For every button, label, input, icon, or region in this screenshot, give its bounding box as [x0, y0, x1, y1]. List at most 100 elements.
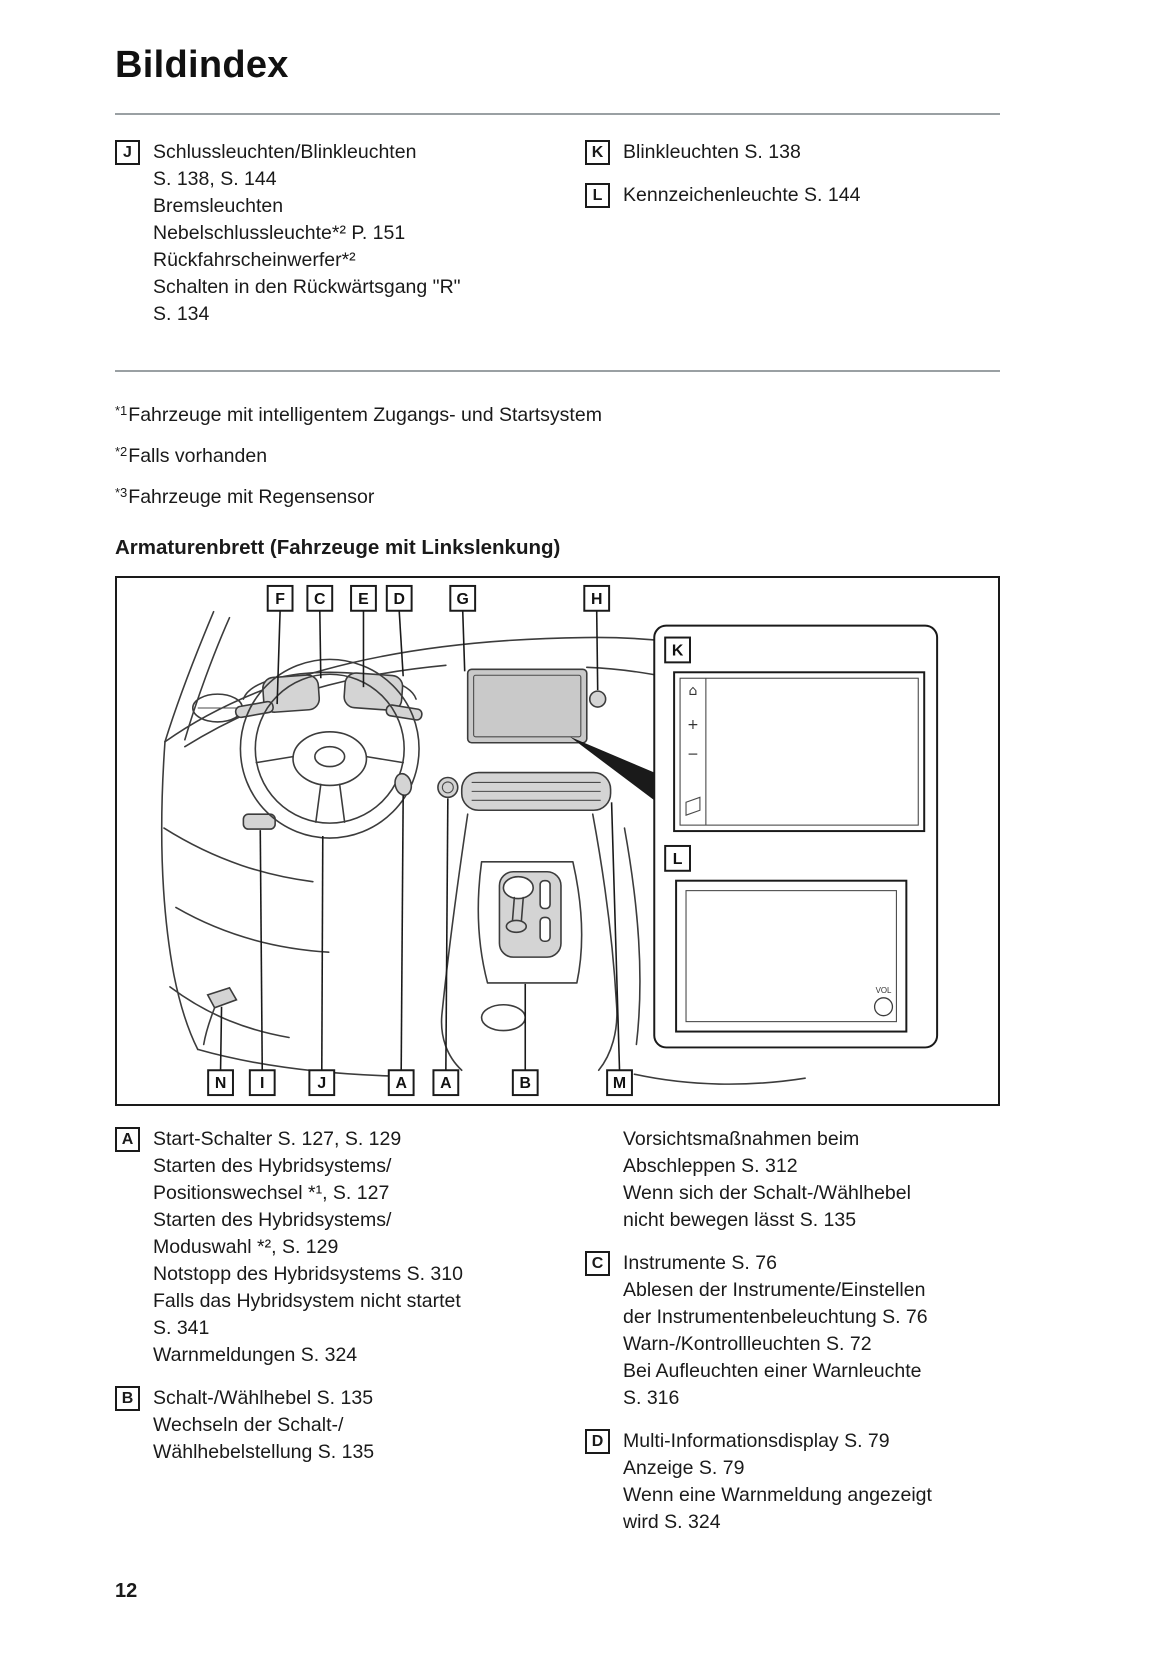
diagram-label-c-letter: C [314, 591, 326, 608]
label-box-b: B [115, 1386, 140, 1411]
diagram-label-f-letter: F [275, 591, 285, 608]
bottom-index-right-column: Vorsichtsmaßnahmen beim Abschleppen S. 3… [585, 1126, 1000, 1552]
diagram-label-e-letter: E [358, 591, 369, 608]
entry-line: Positionswechsel *¹, S. 127 [153, 1182, 390, 1204]
entry-line: wird S. 324 [623, 1511, 721, 1533]
diagram-bottom-labels: N I J A A [207, 1069, 633, 1097]
entry-line: Starten des Hybridsystems/ [153, 1209, 392, 1231]
diagram-label-a2: A [432, 1069, 460, 1097]
label-box-l: L [585, 183, 610, 208]
footnotes: *1Fahrzeuge mit intelligentem Zugangs- u… [115, 402, 1000, 512]
label-box-a: A [115, 1127, 140, 1152]
entry-line: Schalt-/Wählhebel S. 135 [153, 1387, 374, 1409]
entry-line: Schlussleuchten/Blinkleuchten [153, 141, 417, 163]
entry-line: Wenn sich der Schalt-/Wählhebel [623, 1182, 911, 1204]
entry-line: Schalten in den Rückwärtsgang "R" [153, 276, 461, 298]
diagram-label-a1-letter: A [395, 1075, 407, 1092]
footnote-text: Fahrzeuge mit Regensensor [128, 486, 375, 508]
switch-panel [242, 813, 276, 830]
diagram-label-b-letter: B [520, 1075, 531, 1092]
diagram-label-m: M [606, 1069, 633, 1097]
index-entry-j-text: Schlussleuchten/Blinkleuchten S. 138, S.… [153, 139, 461, 328]
index-entry-b: B Schalt-/Wählhebel S. 135 Wechseln der … [115, 1385, 585, 1466]
inset-label-k-letter: K [672, 642, 684, 659]
index-entry-k-text: Blinkleuchten S. 138 [623, 139, 801, 166]
diagram-label-n-letter: N [215, 1075, 226, 1092]
index-entry-l-text: Kennzeichenleuchte S. 144 [623, 182, 860, 209]
entry-line: Instrumente S. 76 [623, 1252, 777, 1274]
divider-middle [115, 370, 1000, 372]
inset-detail-panel: K ⌂ + − L [653, 624, 939, 1049]
diagram-label-n: N [207, 1069, 234, 1097]
index-entry-k: K Blinkleuchten S. 138 [585, 139, 1000, 166]
diagram-label-f: F [266, 584, 294, 612]
cup-holder [480, 1003, 527, 1032]
entry-line: Warn-/Kontrollleuchten S. 72 [623, 1333, 872, 1355]
diagram-label-d: D [385, 584, 413, 612]
footnote-text: Fahrzeuge mit intelligentem Zugangs- und… [128, 404, 602, 426]
diagram-label-a2-letter: A [440, 1075, 452, 1092]
label-box-k: K [585, 140, 610, 165]
start-button [437, 776, 459, 799]
label-box-j: J [115, 140, 140, 165]
diagram-label-m-letter: M [613, 1075, 626, 1092]
entry-line: Multi-Informationsdisplay S. 79 [623, 1430, 890, 1452]
navigation-screen: ⌂ + − [673, 671, 926, 833]
top-index-right-column: K Blinkleuchten S. 138 L Kennzeichenleuc… [585, 139, 1000, 344]
entry-line: Starten des Hybridsystems/ [153, 1155, 392, 1177]
page-title: Bildindex [115, 44, 289, 86]
index-entry-d-text: Multi-Informationsdisplay S. 79 Anzeige … [623, 1428, 932, 1536]
index-entry-a-text: Start-Schalter S. 127, S. 129 Starten de… [153, 1126, 463, 1369]
diagram-label-h-letter: H [591, 591, 602, 608]
gear-shifter [502, 875, 534, 934]
footnote-marker: *1 [115, 403, 128, 418]
bottom-index-list: A Start-Schalter S. 127, S. 129 Starten … [115, 1126, 1000, 1552]
entry-line: Ablesen der Instrumente/Einstellen [623, 1279, 926, 1301]
hood-release-lever [202, 986, 238, 1046]
entry-line: Wechseln der Schalt-/ [153, 1414, 344, 1436]
index-entry-a-continued: Vorsichtsmaßnahmen beim Abschleppen S. 3… [585, 1126, 1000, 1234]
index-entry-a: A Start-Schalter S. 127, S. 129 Starten … [115, 1126, 585, 1369]
diagram-label-h: H [583, 584, 611, 612]
top-index-list: J Schlussleuchten/Blinkleuchten S. 138, … [115, 139, 1000, 344]
steering-wheel [239, 658, 420, 839]
footnote-marker: *2 [115, 444, 128, 459]
entry-line: S. 316 [623, 1387, 680, 1409]
divider-top [115, 113, 1000, 115]
dashboard-figure: K ⌂ + − L [115, 576, 1000, 1106]
entry-line: Kennzeichenleuchte S. 144 [623, 184, 861, 206]
diagram-label-j-letter: J [317, 1075, 326, 1092]
diagram-top-labels: F C E D G [266, 584, 611, 612]
dash-sensor [588, 690, 607, 708]
footnote-marker: *3 [115, 485, 128, 500]
diagram-label-a1: A [387, 1069, 415, 1097]
footnote-3: *3Fahrzeuge mit Regensensor [115, 484, 1000, 512]
footnote-text: Falls vorhanden [128, 445, 268, 467]
diagram-label-i: I [248, 1069, 276, 1097]
left-stalk [234, 700, 274, 719]
entry-line: Notstopp des Hybridsystems S. 310 [153, 1263, 463, 1285]
diagram-label-g-letter: G [457, 591, 469, 608]
dashboard-diagram: K ⌂ + − L [160, 584, 939, 1097]
diagram-label-j: J [308, 1069, 336, 1097]
footnote-2: *2Falls vorhanden [115, 443, 1000, 471]
page-number: 12 [115, 1580, 138, 1602]
diagram-label-e: E [350, 584, 377, 612]
bottom-index-left-column: A Start-Schalter S. 127, S. 129 Starten … [115, 1126, 585, 1552]
index-entry-l: L Kennzeichenleuchte S. 144 [585, 182, 1000, 209]
entry-line: Wenn eine Warnmeldung angezeigt [623, 1484, 932, 1506]
entry-line: Rückfahrscheinwerfer*² [153, 249, 356, 271]
entry-line: S. 341 [153, 1317, 210, 1339]
map-icon [685, 796, 701, 816]
inset-label-l-letter: L [673, 851, 683, 868]
entry-line: Abschleppen S. 312 [623, 1155, 798, 1177]
audio-screen: VOL [675, 879, 908, 1033]
diagram-label-d-letter: D [393, 591, 404, 608]
footnote-1: *1Fahrzeuge mit intelligentem Zugangs- u… [115, 402, 1000, 430]
entry-line: Falls das Hybridsystem nicht startet [153, 1290, 461, 1312]
home-icon: ⌂ [689, 683, 698, 699]
minus-icon: − [687, 747, 699, 763]
top-index-left-column: J Schlussleuchten/Blinkleuchten S. 138, … [115, 139, 585, 344]
entry-line: Bei Aufleuchten einer Warnleuchte [623, 1360, 922, 1382]
